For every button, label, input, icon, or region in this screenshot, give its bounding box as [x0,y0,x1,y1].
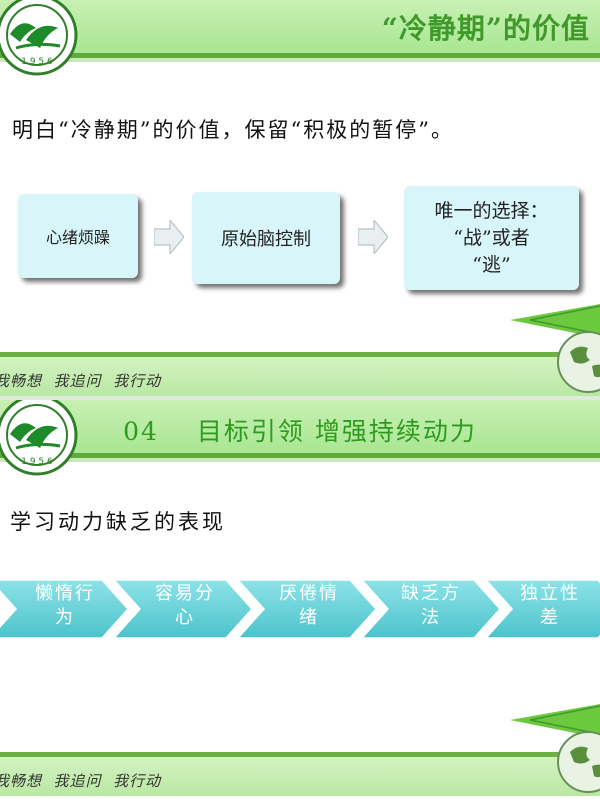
slide-header [0,0,600,53]
flow-box-label: 心绪烦躁 [45,228,110,247]
flow-box-agitation: 心绪烦躁 [18,194,138,278]
section-number: 04 [123,417,159,446]
chevron-step [236,579,378,639]
slide-separator [0,396,600,400]
leaf-decoration-icon [510,704,600,738]
leaf-decoration-icon [510,304,600,338]
globe-icon [557,731,600,793]
chevron-label-line: 懒惰行 [35,583,95,604]
chevron-step [112,579,254,639]
chevron-label-line: 容易分 [155,583,215,604]
svg-text:1 9 5 6: 1 9 5 6 [21,457,53,467]
flow-box-line: “战”或者 [453,226,530,249]
chevron-label-line: 厌倦情 [279,583,339,604]
globe-icon [557,331,600,393]
flow-box-label: 原始脑控制 [221,229,311,250]
school-emblem-icon: 1 9 5 6 [0,0,78,76]
footer-divider [0,752,600,758]
flow-box-line: “逃” [472,253,511,276]
slide-header [0,400,600,453]
chevron-label-no-method: 缺乏方 法 [396,582,466,630]
lead-sentence: 明白“冷静期”的价值，保留“积极的暂停”。 [12,118,454,142]
slide-footer [0,357,600,396]
section-title: 04 目标引领 增强持续动力 [0,412,600,448]
chevron-label-line: 法 [421,607,441,628]
svg-text:1 9 5 6: 1 9 5 6 [21,57,53,67]
flow-box-line: 唯一的选择： [434,199,549,222]
right-arrow-icon [154,220,184,254]
header-divider [0,453,600,458]
section-title-text: 目标引领 增强持续动力 [196,417,477,446]
chevron-step [484,579,600,639]
chevron-label-line: 心 [175,607,195,628]
slide-1: 1 9 5 6 “冷静期”的价值 明白“冷静期”的价值，保留“积极的暂停”。 心… [0,0,600,396]
chevron-label-line: 差 [540,607,560,628]
flow-box-fight-or-flight: 唯一的选择： “战”或者 “逃” [404,186,579,290]
flow-box-primitive-brain: 原始脑控制 [192,192,340,284]
header-divider-light [0,58,600,62]
chevron-process [0,579,600,639]
slide-footer [0,757,600,796]
chevron-label-independence: 独立性 差 [515,582,585,630]
lead-sentence: 学习动力缺乏的表现 [10,510,226,534]
chevron-label-distraction: 容易分 心 [150,582,220,630]
chevron-step [0,579,130,639]
footer-divider [0,352,600,358]
right-arrow-icon [358,220,388,254]
chevron-label-line: 缺乏方 [401,583,461,604]
header-divider [0,53,600,58]
slide-title: “冷静期”的价值 [381,12,590,45]
school-emblem-icon: 1 9 5 6 [0,400,78,476]
footer-motto: 我畅想 我追问 我行动 [0,772,162,790]
chevron-label-laziness: 懒惰行 为 [30,582,100,630]
chevron-label-line: 绪 [299,607,319,628]
footer-motto: 我畅想 我追问 我行动 [0,372,162,390]
chevron-label-boredom: 厌倦情 绪 [274,582,344,630]
chevron-label-line: 为 [55,607,75,628]
header-divider-light [0,458,600,462]
chevron-label-line: 独立性 [520,583,580,604]
chevron-step [360,579,502,639]
slide-2: 1 9 5 6 04 目标引领 增强持续动力 学习动力缺乏的表现 懒惰行 为 容易… [0,400,600,796]
